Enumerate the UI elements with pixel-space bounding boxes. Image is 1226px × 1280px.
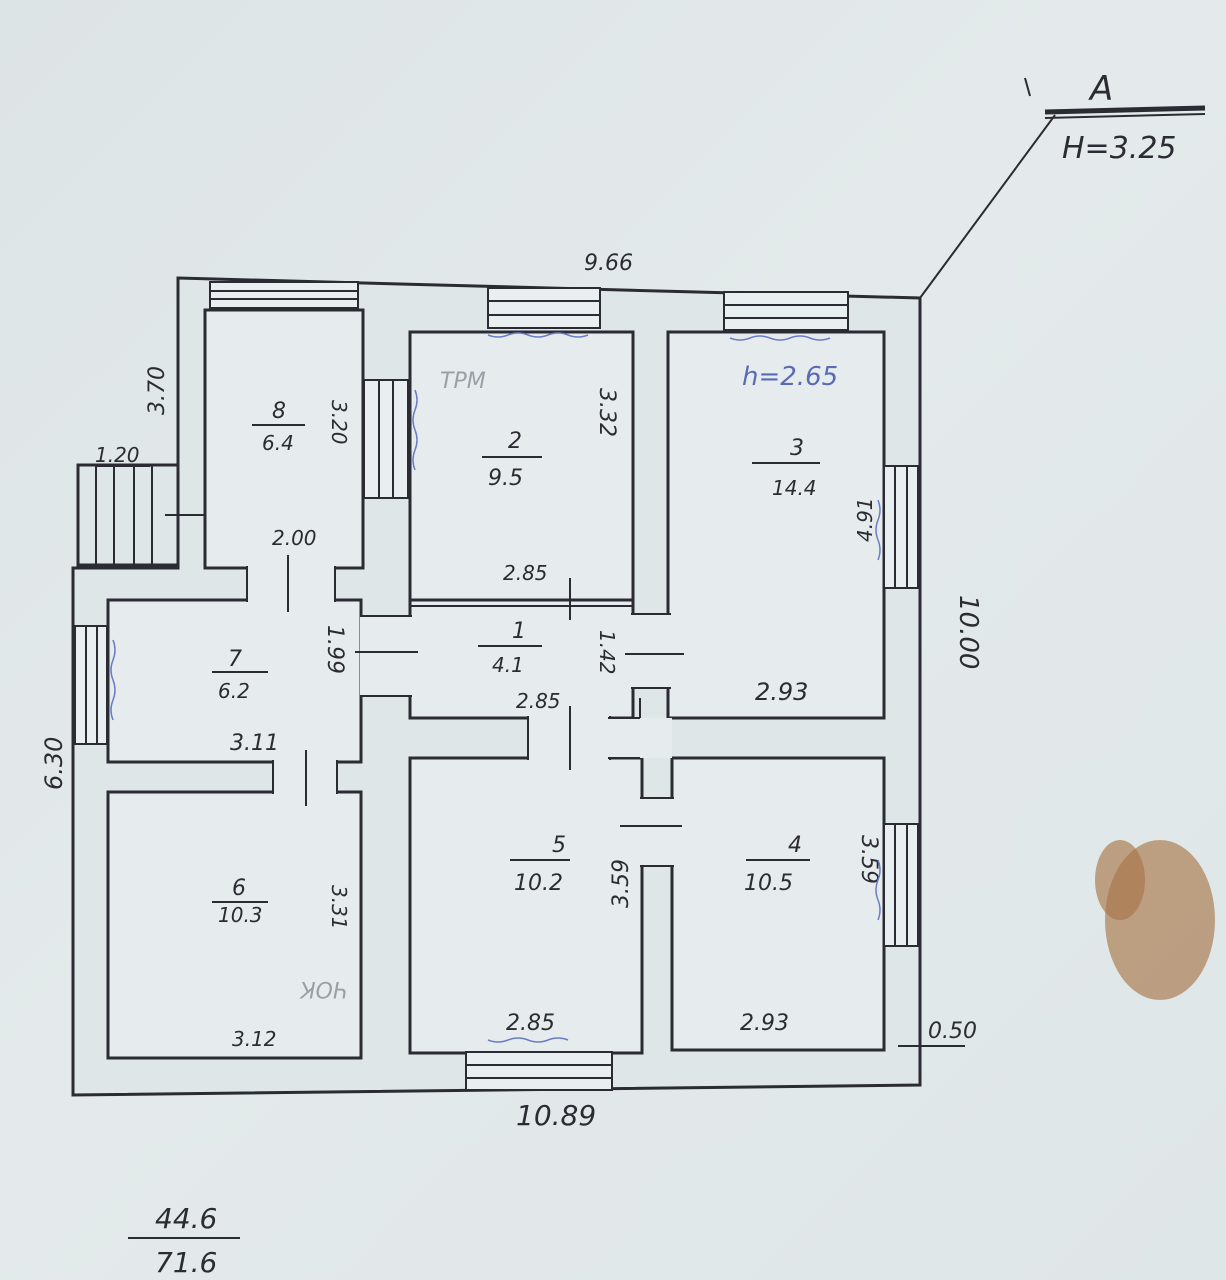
- dim-porch-width: 1.20: [95, 443, 140, 467]
- marker-height: Н=3.25: [1062, 131, 1177, 166]
- blue-marks: [110, 332, 881, 1043]
- dim-wall-thickness: 0.50: [928, 1019, 977, 1044]
- room-7-area: 6.2: [218, 679, 250, 703]
- totals-denominator: 71.6: [155, 1246, 217, 1279]
- room-3-area: 14.4: [772, 476, 817, 500]
- room-4-area: 10.5: [744, 871, 793, 896]
- room-3-dim-a: 4.91: [853, 497, 877, 542]
- room-7-dim-a: 1.99: [322, 625, 347, 674]
- room-7-number: 7: [228, 647, 242, 672]
- room-3-space: [666, 330, 886, 720]
- marker-leader-line: [919, 114, 1056, 299]
- room-4-dim-a: 3.59: [856, 835, 881, 884]
- room-3-dim-b: 2.93: [755, 678, 808, 706]
- room-5-area: 10.2: [514, 871, 563, 896]
- room-5-number: 5: [552, 833, 566, 858]
- room-1-area: 4.1: [492, 653, 524, 677]
- room-6-area: 10.3: [218, 903, 263, 927]
- dim-top-width: 9.66: [584, 251, 633, 276]
- room-1-dim-b: 2.85: [516, 689, 561, 713]
- doorways: [246, 555, 684, 867]
- room-3-number: 3: [790, 436, 804, 461]
- room-6-dim-a: 3.31: [327, 885, 351, 930]
- dim-porch-height: 3.70: [145, 366, 170, 415]
- room-2-dim-b: 2.85: [503, 561, 548, 585]
- dim-right-height: 10.00: [953, 595, 983, 669]
- room-2-space: [408, 330, 635, 602]
- paper-stain: [1095, 840, 1145, 920]
- room-4-number: 4: [788, 833, 802, 858]
- windows: [74, 281, 919, 1091]
- dim-left-height: 6.30: [40, 737, 68, 790]
- room-1-number: 1: [512, 619, 526, 644]
- room-7-space: [106, 598, 363, 764]
- room-2-area: 9.5: [488, 466, 523, 491]
- rooms: [106, 308, 886, 1060]
- marker-underline: [1044, 105, 1206, 115]
- room-6-number: 6: [232, 876, 246, 901]
- room-6-space: [106, 790, 363, 1060]
- room-2-number: 2: [508, 429, 522, 454]
- room-4-space: [670, 756, 886, 1052]
- room-6-dim-b: 3.12: [232, 1027, 277, 1051]
- room-8-area: 6.4: [262, 431, 294, 455]
- room-8-space: [203, 308, 365, 570]
- room-8-number: 8: [272, 399, 286, 424]
- pencil-note-b: ЧОК: [299, 976, 348, 1001]
- dim-bottom-width: 10.89: [516, 1099, 596, 1132]
- room-3-ceiling: h=2.65: [742, 362, 838, 392]
- room-5-dim-b: 2.85: [506, 1011, 555, 1036]
- room-5-space: [408, 756, 644, 1055]
- room-2-dim-a: 3.32: [594, 388, 619, 437]
- marker-letter: А: [1088, 69, 1113, 109]
- porch-steps: [76, 463, 218, 567]
- pencil-note-a: ТРМ: [440, 369, 486, 394]
- room-8-dim-b: 2.00: [272, 526, 317, 550]
- room-1-dim-a: 1.42: [595, 630, 619, 675]
- room-8-dim-a: 3.20: [327, 400, 351, 445]
- totals-numerator: 44.6: [155, 1202, 217, 1235]
- labels: А Н=3.25 9.66 10.89 10.00 6.30 3.70 1.20…: [40, 69, 1177, 1279]
- room-7-dim-b: 3.11: [230, 731, 279, 756]
- room-5-dim-a: 3.59: [609, 859, 634, 908]
- room-4-dim-b: 2.93: [740, 1011, 789, 1036]
